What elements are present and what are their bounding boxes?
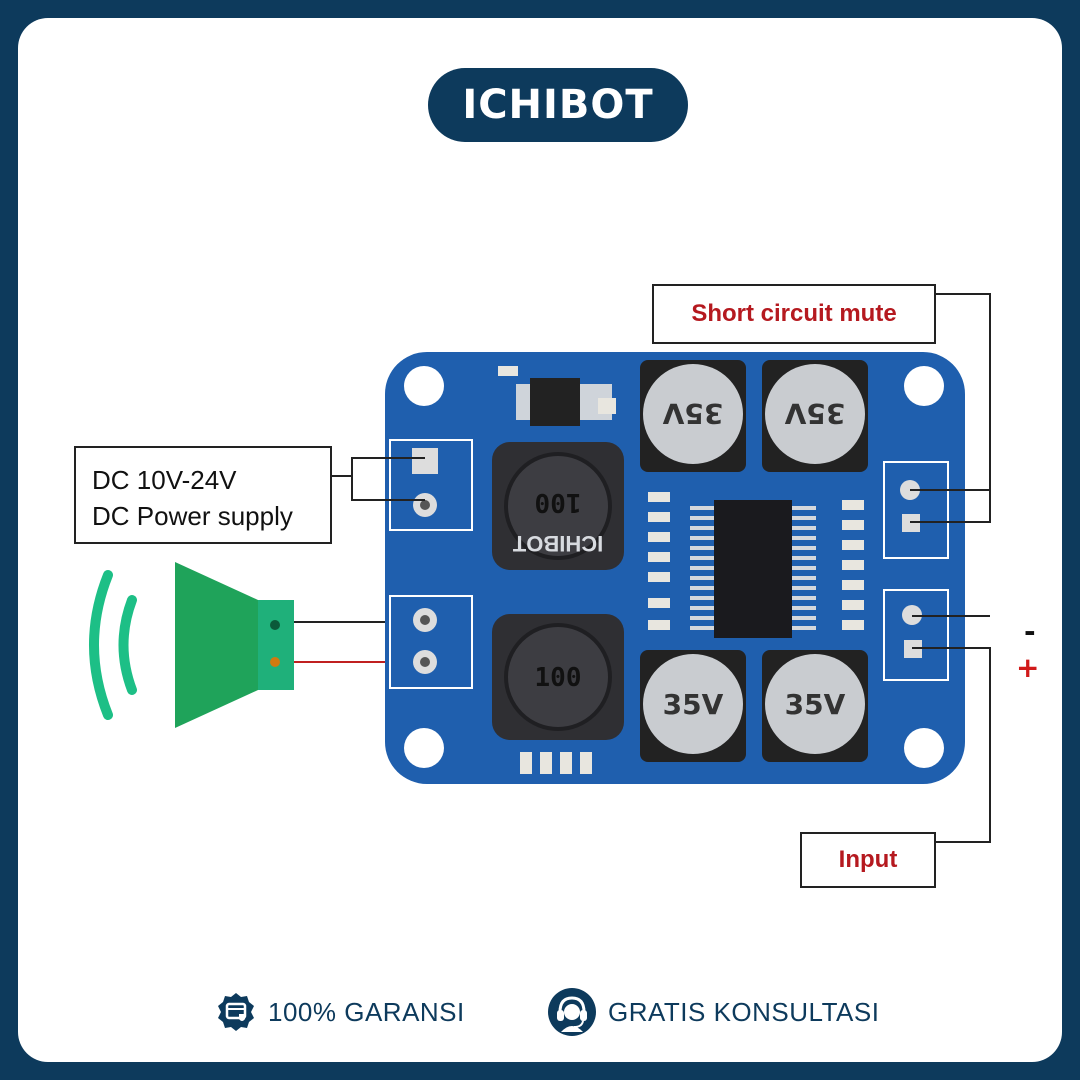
capacitor-marking: 35V (663, 688, 724, 721)
inductor-marking-top: 100 (535, 487, 582, 517)
minus-sign: - (1024, 615, 1036, 648)
capacitor-marking: 35V (784, 397, 845, 430)
inductor-marking-bottom: 100 (535, 663, 582, 693)
input-label: Input (800, 832, 936, 888)
plus-sign: + (1016, 651, 1040, 684)
mute-label: Short circuit mute (652, 284, 936, 344)
shield-badge-icon (218, 993, 254, 1031)
sound-wave-icon (89, 570, 137, 720)
warranty-badge: 100% GARANSI (214, 982, 465, 1042)
power-supply-text: DC Power supply (92, 501, 293, 531)
input-label-text: Input (838, 846, 898, 873)
capacitor-marking: 35V (662, 397, 723, 430)
amplifier-diagram: 100 ICHIBOT 100 35V 35V 35V 35V (89, 293, 991, 843)
speaker-icon (175, 562, 294, 728)
power-supply-voltage: DC 10V-24V (92, 465, 237, 495)
consult-badge: GRATIS KONSULTASI (546, 982, 879, 1042)
amplifier-board (385, 352, 965, 784)
power-supply-label: DC 10V-24V DC Power supply (74, 446, 332, 544)
inductor-brand-text: ICHIBOT (512, 531, 603, 556)
connector-lines (314, 293, 991, 843)
mute-label-text: Short circuit mute (691, 300, 897, 327)
consult-text: GRATIS KONSULTASI (608, 996, 880, 1027)
capacitor-marking: 35V (785, 688, 846, 721)
warranty-text: 100% GARANSI (268, 996, 465, 1027)
headset-support-icon (548, 988, 596, 1036)
product-frame: 100 ICHIBOT 100 35V 35V 35V 35V DC 10V-2… (18, 18, 1062, 1062)
brand-logo: ICHIBOT (428, 68, 688, 142)
